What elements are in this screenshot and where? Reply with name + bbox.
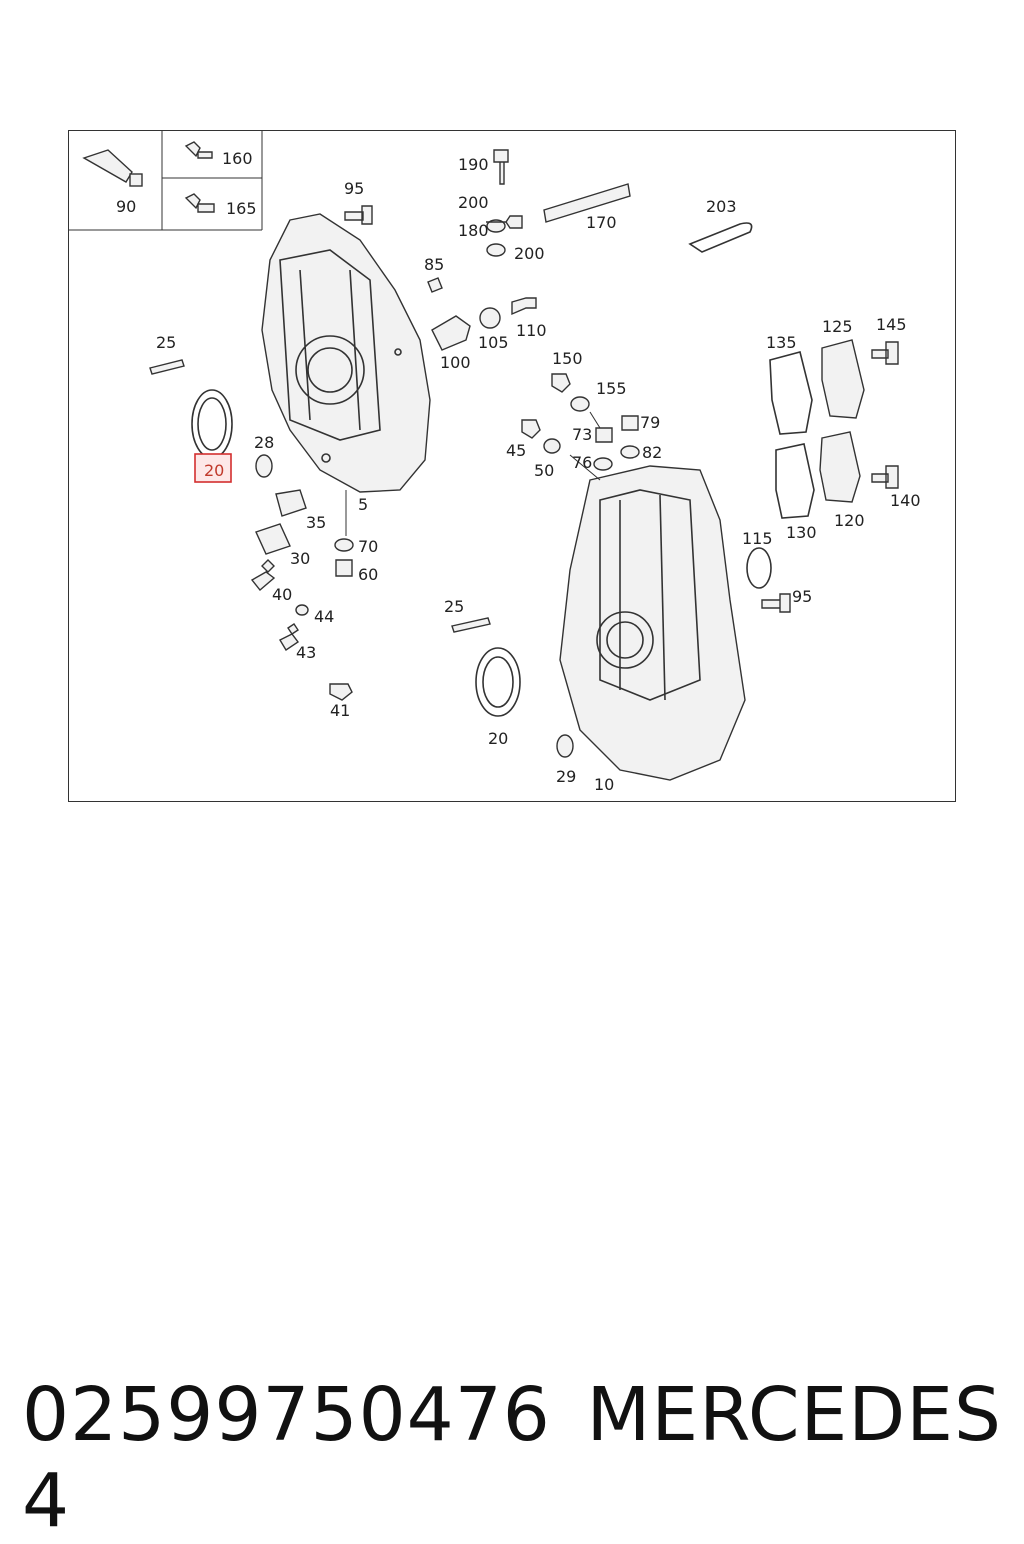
callout-85: 85 [424,255,444,274]
gasket-130-icon [775,443,815,519]
cover-120-icon [819,431,861,503]
callout-145: 145 [876,315,907,334]
plug-29-icon [556,734,574,758]
callout-115: 115 [742,529,773,548]
stud-25b-icon [451,617,491,633]
stud-25-icon [149,359,185,375]
callout-41: 41 [330,701,350,720]
callout-180: 180 [458,221,489,240]
screw-150-icon [551,373,571,393]
callout-100: 100 [440,353,471,372]
callout-125: 125 [822,317,853,336]
banjo-180-icon [486,215,523,229]
washer-70-icon [334,538,354,552]
screw-45-icon [521,419,541,439]
cover-30-icon [255,523,291,555]
washer-200b-icon [486,243,506,257]
callout-20-highlighted: 20 [204,461,224,480]
part-number: 02599750476​4 [22,1372,551,1544]
callout-95: 95 [344,179,364,198]
callout-20-b: 20 [488,729,508,748]
callout-160: 160 [222,149,253,168]
cover-plate-5 [261,213,431,493]
washer-76-icon [593,457,613,471]
callout-120: 120 [834,511,865,530]
callout-150: 150 [552,349,583,368]
screw-41-icon [329,683,353,701]
callout-35: 35 [306,513,326,532]
washer-82-icon [620,445,640,459]
pipe-170-icon [543,183,631,223]
callout-73: 73 [572,425,592,444]
callout-5: 5 [358,495,368,514]
plug-28-icon [255,454,273,478]
callout-60: 60 [358,565,378,584]
callout-25: 25 [156,333,176,352]
bolt-95-icon [344,205,373,225]
gear-housing-10 [559,465,746,781]
diagram-frame [68,130,956,802]
callout-30: 30 [290,549,310,568]
callout-170: 170 [586,213,617,232]
washer-105-icon [479,307,501,329]
plug-79-icon [621,415,639,431]
callout-40: 40 [272,585,292,604]
bolt-140-icon [871,465,899,489]
bolt-165-icon [184,193,215,213]
callout-165: 165 [226,199,257,218]
callout-70: 70 [358,537,378,556]
banjo-bolt-190-icon [493,149,509,185]
washer-44-icon [295,604,309,616]
callout-28: 28 [254,433,274,452]
callout-79: 79 [640,413,660,432]
callout-45: 45 [506,441,526,460]
fitting-85-icon [427,277,443,293]
callout-95-b: 95 [792,587,812,606]
callout-203: 203 [706,197,737,216]
legend-boxes [68,130,263,231]
plug-73-icon [595,427,613,443]
bolt-145-icon [871,341,899,365]
callout-200: 200 [458,193,489,212]
tube-cap-icon [129,173,143,187]
callout-76: 76 [572,453,592,472]
gasket-135-icon [769,351,813,435]
washer-50-icon [543,438,561,454]
oring-115-icon [746,547,772,589]
brand-name: MERCEDES [586,1372,1002,1458]
bolt-160-icon [184,141,213,159]
sealant-tube-icon [82,149,133,183]
callout-200-b: 200 [514,244,545,263]
washer-200-icon [486,219,506,233]
callout-29: 29 [556,767,576,786]
screw-43-icon [279,623,300,651]
callout-110: 110 [516,321,547,340]
callout-140: 140 [890,491,921,510]
callout-43: 43 [296,643,316,662]
callout-82: 82 [642,443,662,462]
highlight-box-20 [194,453,232,483]
cable-tie-203-icon [688,222,753,253]
cover-125-icon [821,339,865,419]
screw-110-icon [511,297,537,316]
callout-90: 90 [116,197,136,216]
plug-60-icon [335,559,353,577]
callout-155: 155 [596,379,627,398]
callout-105: 105 [478,333,509,352]
bolt-95b-icon [761,593,791,613]
callout-130: 130 [786,523,817,542]
callout-10: 10 [594,775,614,794]
callout-50: 50 [534,461,554,480]
footer: 02599750476​4 MERCEDES [0,1372,1024,1544]
sensor-100-icon [431,315,471,351]
gasket-35-icon [275,489,307,517]
washer-155-icon [570,396,590,412]
screw-40-icon [250,559,276,592]
seal-ring-20b-icon [475,647,521,717]
callout-135: 135 [766,333,797,352]
callout-25-b: 25 [444,597,464,616]
callout-44: 44 [314,607,334,626]
callout-190: 190 [458,155,489,174]
